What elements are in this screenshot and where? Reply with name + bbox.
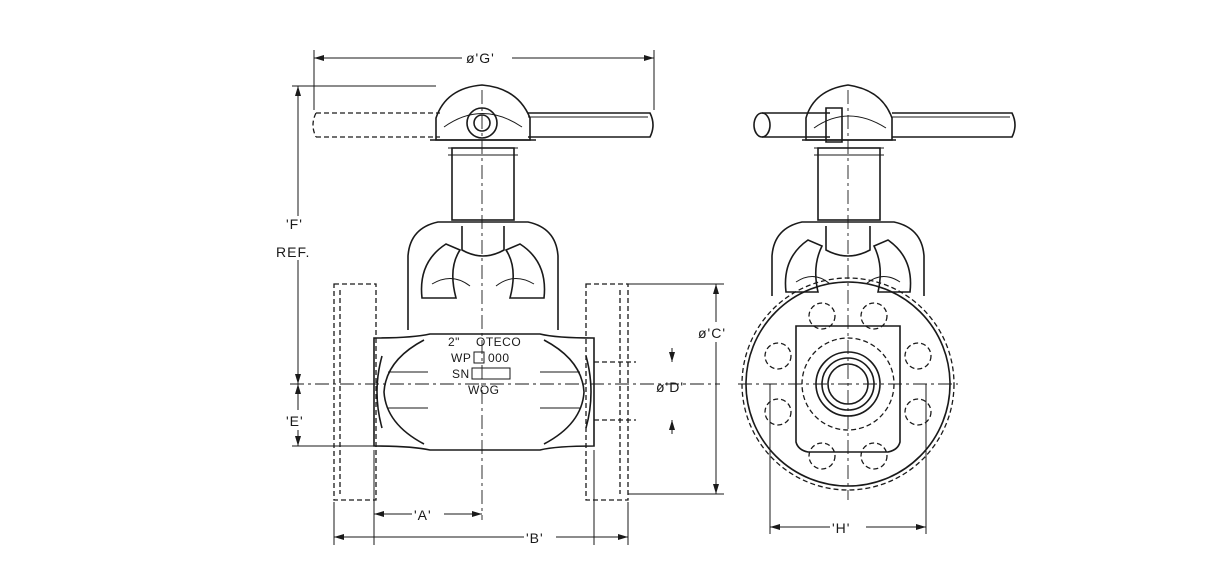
stem bbox=[448, 147, 518, 221]
nameplate-maker: OTECO bbox=[476, 335, 521, 349]
flange-right bbox=[585, 283, 629, 501]
valve-body bbox=[373, 333, 595, 451]
flange-left bbox=[333, 283, 377, 501]
dim-A: 'A' bbox=[333, 450, 482, 545]
nameplate-wp-value: 000 bbox=[488, 351, 510, 365]
handle-right bbox=[528, 112, 654, 138]
dim-H: 'H' bbox=[769, 384, 927, 536]
dim-label-E: 'E' bbox=[286, 413, 304, 429]
dim-label-F: 'F' bbox=[286, 216, 303, 232]
dim-F: 'F' REF. bbox=[274, 85, 436, 384]
dim-label-C: ø'C' bbox=[698, 325, 726, 341]
dim-label-G: ø'G' bbox=[466, 50, 495, 66]
nameplate-sn-label: SN bbox=[452, 367, 470, 381]
bonnet bbox=[407, 221, 559, 330]
side-view: 'H' bbox=[738, 84, 1016, 536]
handle-hub bbox=[430, 84, 536, 141]
dim-label-B: 'B' bbox=[526, 530, 544, 546]
nameplate: 2" OTECO WP 000 SN WOG bbox=[448, 335, 521, 397]
bolt-holes bbox=[764, 302, 932, 470]
dim-label-H: 'H' bbox=[832, 520, 850, 536]
dim-D: ø'D' bbox=[656, 348, 684, 434]
dim-C: ø'C' bbox=[628, 283, 746, 495]
side-body bbox=[795, 325, 901, 453]
nameplate-wp-label: WP bbox=[451, 351, 471, 365]
front-view: 2" OTECO WP 000 SN WOG ø'G' 'F' bbox=[274, 48, 746, 546]
dim-label-ref: REF. bbox=[276, 244, 310, 260]
dim-G: ø'G' bbox=[313, 48, 655, 110]
dim-label-A: 'A' bbox=[414, 507, 432, 523]
handle-left bbox=[312, 112, 440, 138]
nameplate-rating: WOG bbox=[468, 383, 500, 397]
nameplate-size: 2" bbox=[448, 335, 460, 349]
dim-E: 'E' bbox=[284, 384, 374, 447]
dim-B: 'B' bbox=[334, 450, 629, 546]
side-stem bbox=[814, 147, 884, 221]
side-handle bbox=[753, 107, 1016, 143]
side-handle-hub bbox=[802, 84, 896, 141]
dim-label-D: ø'D' bbox=[656, 379, 684, 395]
